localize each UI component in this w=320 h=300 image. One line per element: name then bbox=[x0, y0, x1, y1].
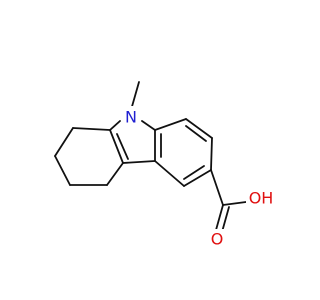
atom-oh: OH bbox=[246, 188, 276, 210]
bond-c3-carboxyl bbox=[210, 169, 224, 206]
bond-c3-c4-double bbox=[183, 165, 205, 180]
bond-c1-c2-double bbox=[185, 125, 207, 142]
bond-c1-c2 bbox=[185, 118, 213, 139]
atom-n-label: N bbox=[125, 108, 137, 127]
molecule-diagram: N OH O bbox=[54, 81, 276, 251]
atom-o-label: O bbox=[211, 230, 224, 249]
bond-c5-c4a bbox=[106, 162, 124, 186]
bond-c8a-c4a bbox=[109, 129, 124, 164]
bond-carboxyl-oh bbox=[222, 201, 247, 206]
bond-n-methyl bbox=[130, 81, 140, 111]
bond-c8a-c4a-double bbox=[116, 133, 129, 160]
bond-c7-c6 bbox=[54, 155, 71, 186]
bond-n-c8a bbox=[109, 120, 121, 131]
bond-carboxyl-o-double bbox=[221, 206, 230, 233]
bond-n-c9a bbox=[141, 120, 156, 131]
bond-c8a-c8 bbox=[72, 127, 111, 131]
atom-o: O bbox=[208, 229, 226, 251]
atom-oh-label: OH bbox=[249, 189, 274, 208]
bond-c2-c3 bbox=[210, 137, 213, 171]
bond-carboxyl-o bbox=[215, 204, 224, 231]
bond-c4a-c4b bbox=[122, 160, 156, 164]
atom-n: N bbox=[122, 106, 140, 128]
bond-c3-c4 bbox=[183, 169, 212, 187]
bond-c4-c4b bbox=[154, 160, 185, 187]
bonds bbox=[54, 81, 247, 233]
bond-c8-c7 bbox=[54, 127, 74, 157]
bond-c9a-c1 bbox=[154, 118, 187, 131]
